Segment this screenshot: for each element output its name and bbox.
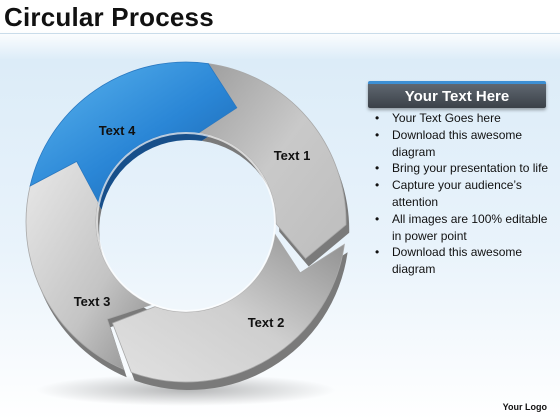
bullet-item: • Bring your presentation to life	[371, 160, 551, 177]
bullet-item: • Download this awesome diagram	[371, 127, 551, 161]
bullet-text: Bring your presentation to life	[392, 161, 549, 176]
bullet-item: • Capture your audience’s attention	[371, 177, 551, 211]
panel-heading: Your Text Here	[368, 81, 546, 108]
bullet-dot-icon: •	[375, 161, 380, 176]
page-title: Circular Process	[4, 2, 214, 32]
bullet-text: Your Text Goes here	[392, 111, 501, 125]
segment-label-2: Text 2	[248, 315, 285, 330]
bullet-text: All images are 100% editable in power po…	[392, 211, 548, 243]
segment-label-4: Text 4	[99, 123, 136, 138]
bullet-dot-icon: •	[375, 178, 380, 193]
bullet-dot-icon: •	[375, 111, 380, 125]
bullet-list: • Your Text Goes here • Download this aweso…	[371, 110, 551, 278]
ring-segments	[25, 61, 347, 383]
ring-labels: Text 1 Text 2 Text 3 Text 4	[74, 123, 311, 330]
title-divider	[0, 33, 560, 34]
bullet-dot-icon: •	[375, 245, 380, 260]
bullet-dot-icon: •	[375, 211, 380, 226]
bullet-item: • All images are 100% editable in power p…	[371, 211, 551, 245]
bullet-item: • Download this awesome diagram	[371, 244, 551, 278]
bullet-text: Download this awesome diagram	[392, 245, 523, 277]
logo-text: Your Logo	[502, 402, 547, 412]
diagram-shadow	[36, 374, 336, 406]
bullet-text: Download this awesome diagram	[392, 127, 523, 159]
segment-label-3: Text 3	[74, 294, 111, 309]
bullet-dot-icon: •	[375, 127, 380, 142]
ring-inner-edge	[96, 132, 276, 312]
bullet-text: Capture your audience’s attention	[392, 178, 522, 209]
segment-label-1: Text 1	[274, 148, 311, 163]
bullet-item: • Your Text Goes here	[371, 110, 551, 127]
